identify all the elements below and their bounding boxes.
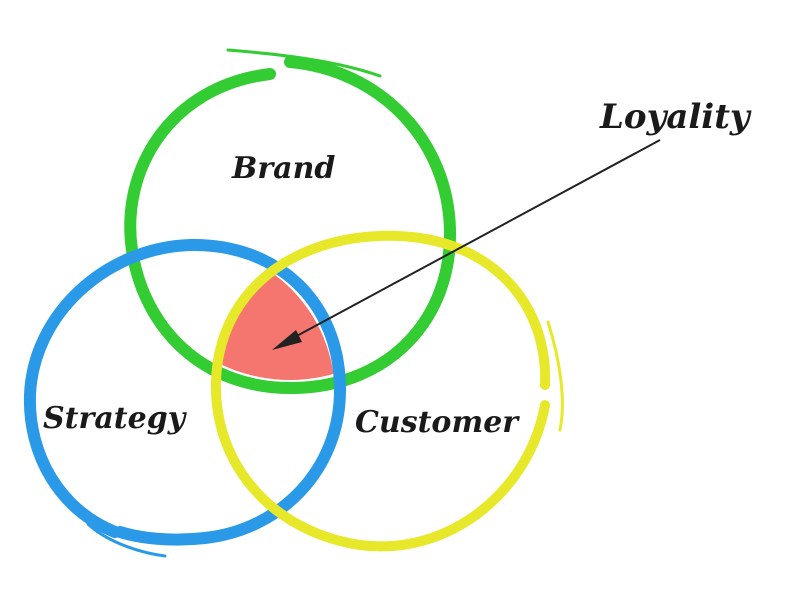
intersection-group (212, 245, 335, 380)
strategy-circle (23, 238, 347, 546)
callout-arrow-line (279, 139, 661, 346)
callout-arrow-head (272, 330, 302, 350)
brand-label: Brand (231, 151, 335, 186)
strategy-label: Strategy (43, 401, 188, 436)
strategy-circle-tail (86, 522, 167, 558)
customer-circle-tail (546, 320, 564, 432)
intersection-region (212, 245, 335, 380)
customer-label: Customer (355, 405, 520, 440)
loyalty-callout-label: Loyality (599, 97, 752, 137)
customer-circle (210, 230, 551, 552)
brand-circle (124, 56, 457, 395)
brand-circle-tail (226, 48, 382, 78)
